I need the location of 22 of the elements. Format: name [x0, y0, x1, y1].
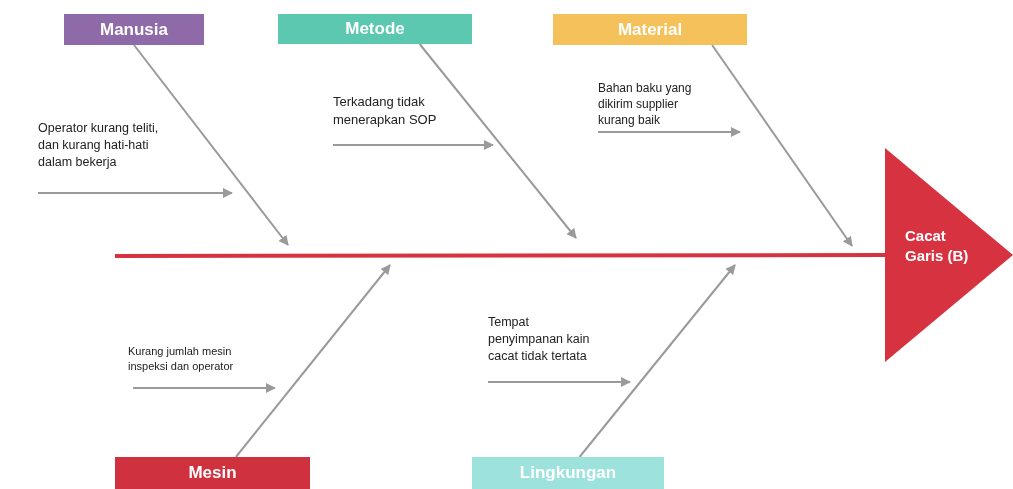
arrow [37, 188, 233, 198]
cause-text: Bahan baku yang dikirim supplier kurang baik [598, 80, 693, 129]
category-box: Mesin [115, 457, 310, 489]
arrow [578, 264, 736, 458]
category-box: Metode [278, 14, 472, 44]
arrow [711, 44, 853, 247]
arrow [234, 264, 391, 458]
cause-text: Kurang jumlah mesin inspeksi dan operator [128, 344, 235, 374]
category-box: Manusia [64, 14, 204, 45]
cause-text: Tempat penyimpanan kain cacat tidak tertata [488, 314, 591, 365]
arrow [418, 43, 577, 239]
arrow [332, 140, 494, 150]
arrow [487, 377, 631, 387]
arrow [133, 44, 289, 246]
cause-text: Terkadang tidak menerapkan SOP [333, 93, 438, 129]
category-box: Lingkungan [472, 457, 664, 489]
spine-line [115, 253, 885, 258]
category-box: Material [553, 14, 747, 45]
arrow [132, 383, 276, 393]
effect-label: Cacat Garis (B) [905, 226, 970, 265]
cause-text: Operator kurang teliti, dan kurang hati-hati dalam bekerja [38, 120, 160, 171]
arrow [597, 127, 741, 137]
